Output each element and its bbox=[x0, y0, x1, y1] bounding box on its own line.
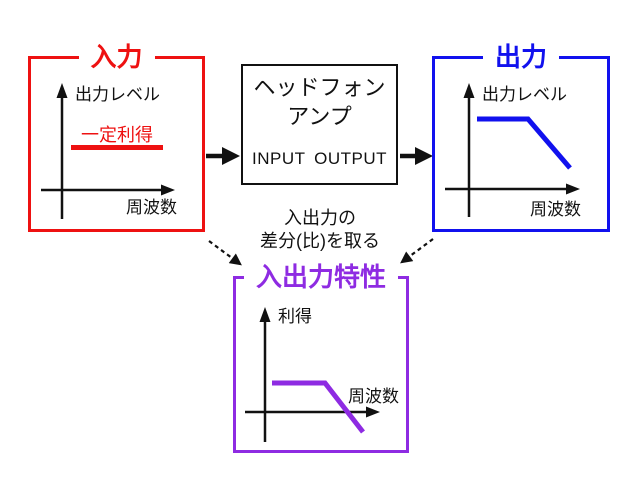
difference-note-line2: 差分(比)を取る bbox=[260, 231, 380, 251]
result-gain-curve bbox=[272, 380, 365, 434]
amp-ports: INPUT OUTPUT bbox=[243, 149, 396, 169]
difference-note: 入出力の 差分(比)を取る bbox=[240, 207, 400, 253]
input-x-axis-label: 周波数 bbox=[126, 198, 177, 217]
output-graph bbox=[445, 83, 580, 217]
output-response-curve bbox=[477, 116, 572, 170]
arrow-input-to-amp bbox=[206, 147, 240, 165]
amp-box: ヘッドフォン アンプ INPUT OUTPUT bbox=[241, 64, 398, 185]
amp-name-line1: ヘッドフォン bbox=[253, 75, 386, 100]
result-box: 入出力特性 利得 周波数 bbox=[233, 263, 409, 453]
arrow-amp-to-output bbox=[400, 147, 433, 165]
result-x-axis-label: 周波数 bbox=[348, 387, 399, 406]
result-graph-axes bbox=[245, 307, 380, 442]
input-graph bbox=[41, 83, 175, 219]
output-y-axis-label: 出力レベル bbox=[482, 85, 567, 104]
input-box: 入力 出力レベル 一定利得 周波数 bbox=[28, 43, 205, 232]
amp-name: ヘッドフォン アンプ bbox=[243, 73, 396, 131]
result-y-axis-label: 利得 bbox=[278, 307, 312, 326]
input-box-title: 入力 bbox=[78, 43, 155, 72]
output-graph-axes bbox=[445, 83, 580, 217]
input-y-axis-label: 出力レベル bbox=[75, 85, 160, 104]
dashed-arrow-input-to-result bbox=[208, 240, 242, 266]
dashed-arrow-output-to-result bbox=[400, 238, 434, 264]
output-box-title: 出力 bbox=[482, 43, 560, 72]
result-graph bbox=[245, 307, 380, 442]
amp-input-port-label: INPUT bbox=[252, 149, 306, 168]
input-graph-axes bbox=[41, 83, 175, 219]
output-box: 出力 出力レベル 周波数 bbox=[432, 43, 610, 232]
amp-name-line2: アンプ bbox=[287, 104, 352, 129]
input-constant-gain-label: 一定利得 bbox=[81, 125, 153, 145]
output-x-axis-label: 周波数 bbox=[530, 200, 581, 219]
difference-note-line1: 入出力の bbox=[284, 208, 356, 228]
result-box-title: 入出力特性 bbox=[243, 263, 399, 292]
amp-output-port-label: OUTPUT bbox=[314, 149, 387, 168]
